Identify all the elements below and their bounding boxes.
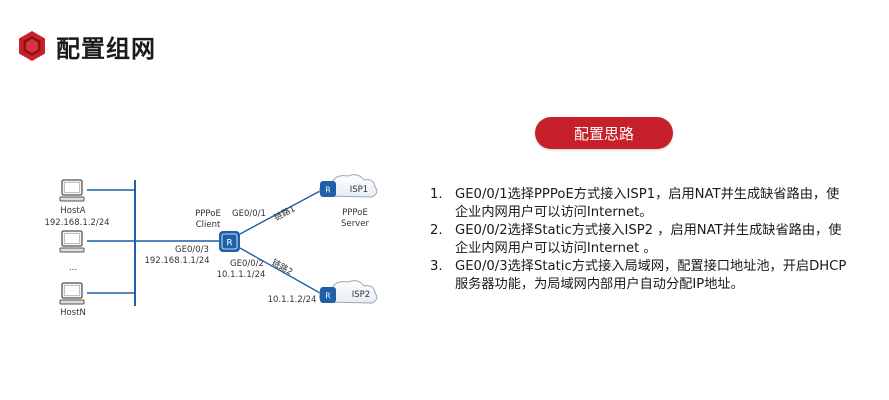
step-item: 3. GE0/0/3选择Static方式接入局域网，配置接口地址池，开启DHCP…	[430, 258, 850, 294]
svg-text:R: R	[226, 239, 232, 249]
pppoe-client-label-2: Client	[196, 220, 221, 230]
host-b-icon	[59, 230, 85, 253]
svg-text:R: R	[325, 292, 330, 301]
isp2-ip-label: 10.1.1.2/24	[268, 295, 317, 305]
pppoe-server-label-1: PPPoE	[342, 208, 368, 218]
step-number: 1.	[430, 187, 443, 202]
step-text: GE0/0/2选择Static方式接入ISP2 ，启用NAT并生成缺省路由，使企…	[455, 223, 842, 256]
isp1-label: ISP1	[350, 185, 368, 195]
link2-label: 链路2	[270, 257, 295, 278]
header: 配置组网	[18, 28, 156, 64]
step-text: GE0/0/1选择PPPoE方式接入ISP1，启用NAT并生成缺省路由，使企业内…	[455, 187, 840, 220]
link1-line	[239, 190, 321, 235]
step-item: 2. GE0/0/2选择Static方式接入ISP2 ，启用NAT并生成缺省路由…	[430, 222, 850, 258]
hosts-ellipsis: ...	[69, 263, 77, 273]
svg-text:R: R	[325, 186, 330, 195]
host-a-icon	[59, 179, 85, 202]
router-icon: R	[219, 231, 240, 252]
step-number: 2.	[430, 223, 443, 238]
host-n-icon	[59, 282, 85, 305]
red-hexagon-icon	[19, 31, 45, 61]
isp1-router-icon: R	[320, 181, 336, 197]
ge001-label: GE0/0/1	[232, 209, 266, 219]
host-n-label: HostN	[60, 308, 86, 318]
isp2-label: ISP2	[352, 290, 370, 300]
lan-ip-label: 192.168.1.1/24	[144, 256, 209, 266]
step-text: GE0/0/3选择Static方式接入局域网，配置接口地址池，开启DHCP服务器…	[455, 259, 847, 292]
ge003-label: GE0/0/3	[175, 245, 209, 255]
ge002-label: GE0/0/2	[230, 259, 264, 269]
config-steps-list: 1. GE0/0/1选择PPPoE方式接入ISP1，启用NAT并生成缺省路由，使…	[430, 186, 850, 294]
network-topology-diagram: R R R HostA 192.168.1.2/24 ... HostN PPP…	[44, 174, 378, 318]
step-item: 1. GE0/0/1选择PPPoE方式接入ISP1，启用NAT并生成缺省路由，使…	[430, 186, 850, 222]
link1-label: 链路1	[272, 203, 297, 223]
config-approach-badge: 配置思路	[535, 117, 673, 149]
isp2-router-icon: R	[320, 287, 336, 303]
host-a-ip-label: 192.168.1.2/24	[44, 218, 109, 228]
link2-line	[239, 247, 321, 294]
pppoe-client-label-1: PPPoE	[195, 209, 221, 219]
host-a-label: HostA	[60, 206, 85, 216]
step-number: 3.	[430, 259, 443, 274]
page-title: 配置组网	[56, 34, 156, 63]
wan2-ip-label: 10.1.1.1/24	[217, 270, 266, 280]
pppoe-server-label-2: Server	[341, 219, 369, 229]
